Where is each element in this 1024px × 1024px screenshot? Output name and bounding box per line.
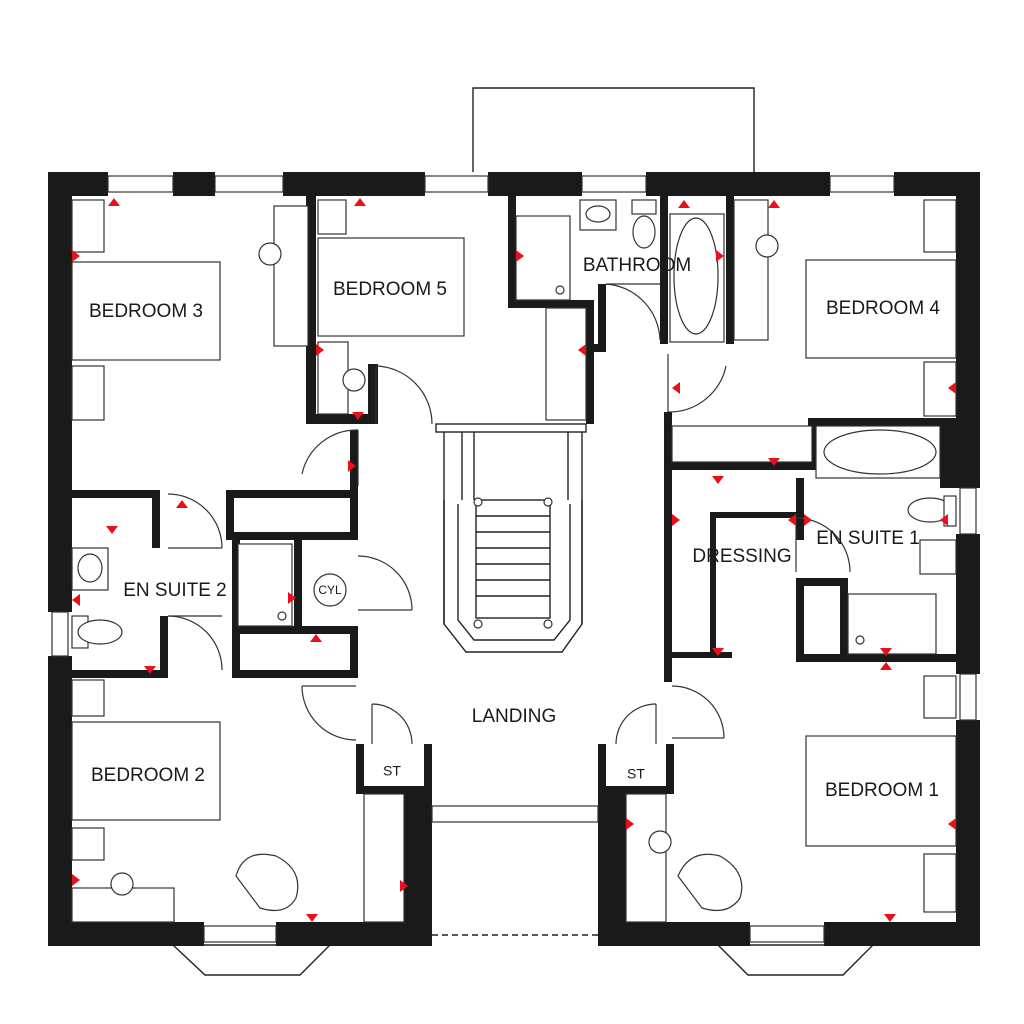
door-swings (167, 283, 851, 745)
red-marker (106, 526, 118, 534)
red-marker (306, 914, 318, 922)
red-marker (352, 412, 364, 420)
red-marker (672, 514, 680, 526)
red-marker (768, 458, 780, 466)
red-marker (948, 382, 956, 394)
room-label-dressing: DRESSING (692, 546, 791, 567)
room-label-store-right: ST (627, 766, 645, 782)
red-marker (578, 344, 586, 356)
red-marker (72, 874, 80, 886)
room-labels: BEDROOM 3 BEDROOM 5 BATHROOM BEDROOM 4 E… (89, 255, 940, 801)
room-label-cyl: CYL (318, 583, 342, 597)
furniture (71, 199, 957, 923)
red-marker (516, 250, 524, 262)
red-marker (288, 592, 296, 604)
external-walls (48, 172, 980, 946)
red-marker (310, 634, 322, 642)
room-label-en-suite-2: EN SUITE 2 (123, 580, 226, 601)
room-label-store-left: ST (383, 763, 401, 779)
socket-markers (72, 198, 956, 922)
red-marker (144, 666, 156, 674)
staircase (435, 423, 587, 653)
red-marker (948, 818, 956, 830)
room-label-bedroom-3: BEDROOM 3 (89, 301, 203, 322)
red-marker (768, 200, 780, 208)
red-marker (400, 880, 408, 892)
room-label-en-suite-1: EN SUITE 1 (816, 528, 919, 549)
red-marker (626, 818, 634, 830)
red-marker (880, 662, 892, 670)
red-marker (316, 344, 324, 356)
room-label-landing: LANDING (472, 706, 556, 727)
red-marker (72, 594, 80, 606)
red-marker (804, 514, 812, 526)
room-label-bedroom-1: BEDROOM 1 (825, 780, 939, 801)
internal-walls (72, 196, 956, 794)
red-marker (712, 648, 724, 656)
red-marker (712, 476, 724, 484)
windows (51, 175, 977, 943)
red-marker (884, 914, 896, 922)
red-marker (672, 382, 680, 394)
room-label-bathroom: BATHROOM (583, 255, 691, 276)
red-marker (72, 250, 80, 262)
red-marker (176, 500, 188, 508)
red-marker (716, 250, 724, 262)
red-marker (788, 514, 796, 526)
room-label-bedroom-2: BEDROOM 2 (91, 765, 205, 786)
red-marker (354, 198, 366, 206)
red-marker (880, 648, 892, 656)
red-marker (940, 514, 948, 526)
room-label-bedroom-4: BEDROOM 4 (826, 298, 940, 319)
room-label-bedroom-5: BEDROOM 5 (333, 279, 447, 300)
red-marker (108, 198, 120, 206)
red-marker (678, 200, 690, 208)
red-marker (348, 460, 356, 472)
